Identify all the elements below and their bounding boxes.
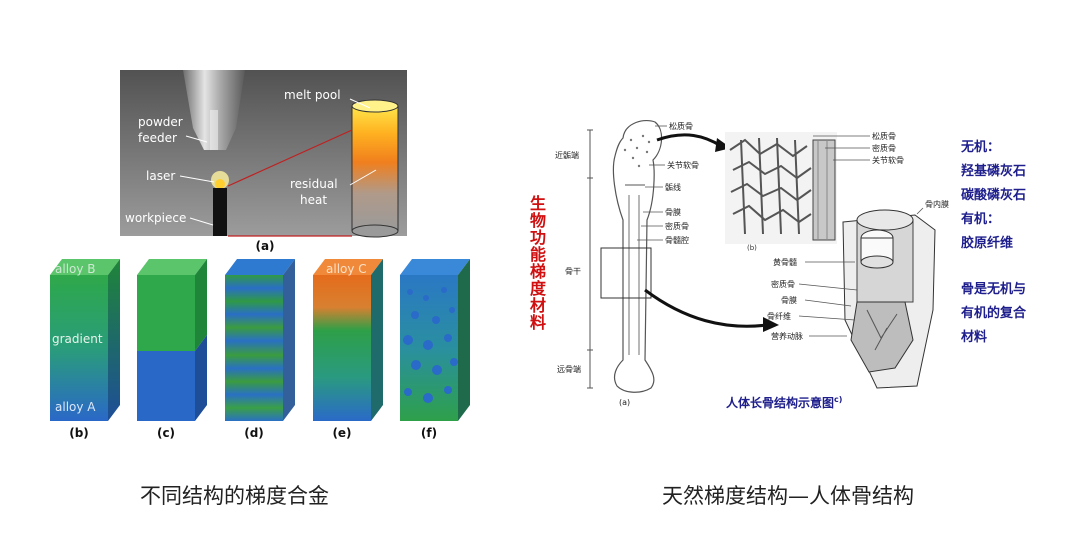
bone-label-periosteum: 骨膜 [665,207,681,217]
composition-notes: 无机： 羟基磷灰石 碳酸磷灰石 有机： 胶原纤维 骨是无机与 有机的复合 材料 [961,136,1026,350]
note-line [961,256,1026,278]
arrow-to-detail-b [656,133,722,148]
tag-c: (c) [157,426,175,440]
detail-c-label-artery: 营养动脉 [771,331,803,341]
gradient-alloy-figure: powder feeder laser workpiece melt pool … [50,70,470,440]
detail-c-label-yellow-marrow: 黄骨髓 [773,257,797,267]
workpiece-rod [213,188,227,236]
bone-label-spongy: 松质骨 [669,121,693,131]
tag-d: (d) [244,426,264,440]
detail-c-label-periosteum: 骨膜 [781,295,797,305]
bone-label-joint-cartilage: 关节软骨 [667,160,699,170]
diagram-title: 人体长骨结构示意图c) [726,394,842,411]
detail-b-tag: (b) [747,244,757,252]
note-line: 羟基磷灰石 [961,164,1027,179]
note-line: 无机： [961,140,1001,155]
label-melt-pool: melt pool [284,88,341,102]
label-feeder: feeder [138,131,177,145]
arrow-to-detail-c [644,288,768,328]
detail-c-label-compact: 密质骨 [771,279,795,289]
label-laser: laser [146,169,175,183]
bone-structure-diagram: 松质骨 近骺端 关节软骨 骺线 骨膜 密质骨 骨髓腔 骨干 远骨端 (a) (b… [555,119,949,407]
tag-a: (a) [255,239,274,253]
bone-label-shaft: 骨干 [565,267,581,276]
detail-b-label-spongy: 松质骨 [872,131,896,141]
label-alloy-b: alloy B [55,262,96,276]
heat-cylinder [352,106,398,231]
label-heat: heat [300,193,327,207]
detail-c-label-endosteum: 骨内膜 [925,199,949,209]
bone-label-compact: 密质骨 [665,221,689,231]
zoom-box [600,247,652,299]
fig-a: powder feeder laser workpiece melt pool … [120,70,407,253]
block-d: (d) [225,259,295,440]
detail-b: (b) [725,132,837,252]
vertical-title: 生物功能梯度材料 [527,195,546,331]
label-alloy-a: alloy A [55,400,96,414]
diagram-title-text: 人体长骨结构示意图 [726,396,835,410]
note-line: 材料 [961,330,988,345]
note-line: 骨是无机与 [961,282,1027,297]
note-line: 胶原纤维 [961,236,1014,251]
detail-b-label-compact: 密质骨 [872,143,896,153]
bone-label-marrow-cavity: 骨髓腔 [665,235,689,245]
tag-b: (b) [69,426,89,440]
tag-f: (f) [421,426,437,440]
tag-e: (e) [332,426,351,440]
note-line: 碳酸磷灰石 [961,188,1027,203]
bone-tag-a: (a) [619,398,630,407]
label-gradient: gradient [52,332,103,346]
block-b: alloy B gradient alloy A (b) [50,259,120,440]
block-e: alloy C (e) [313,259,383,440]
note-line: 有机的复合 [961,306,1027,321]
block-c: (c) [137,259,207,440]
detail-c [842,209,936,389]
diagram-title-sup: c) [834,395,843,404]
long-bone [612,119,663,393]
label-powder: powder [138,115,183,129]
label-residual: residual [290,177,338,191]
detail-c-label-fiber: 骨纤维 [767,311,791,321]
right-caption: 天然梯度结构—人体骨结构 [662,484,914,508]
label-alloy-c: alloy C [326,262,367,276]
bone-label-epiphyseal-line: 骺线 [665,182,681,192]
detail-b-label-joint-cartilage: 关节软骨 [872,155,904,165]
block-f: (f) [400,259,470,440]
note-line: 有机： [961,212,1001,227]
label-workpiece: workpiece [125,211,186,225]
bone-label-distal: 远骨端 [557,364,581,374]
bone-label-proximal: 近骺端 [555,150,579,160]
left-caption: 不同结构的梯度合金 [140,484,329,508]
